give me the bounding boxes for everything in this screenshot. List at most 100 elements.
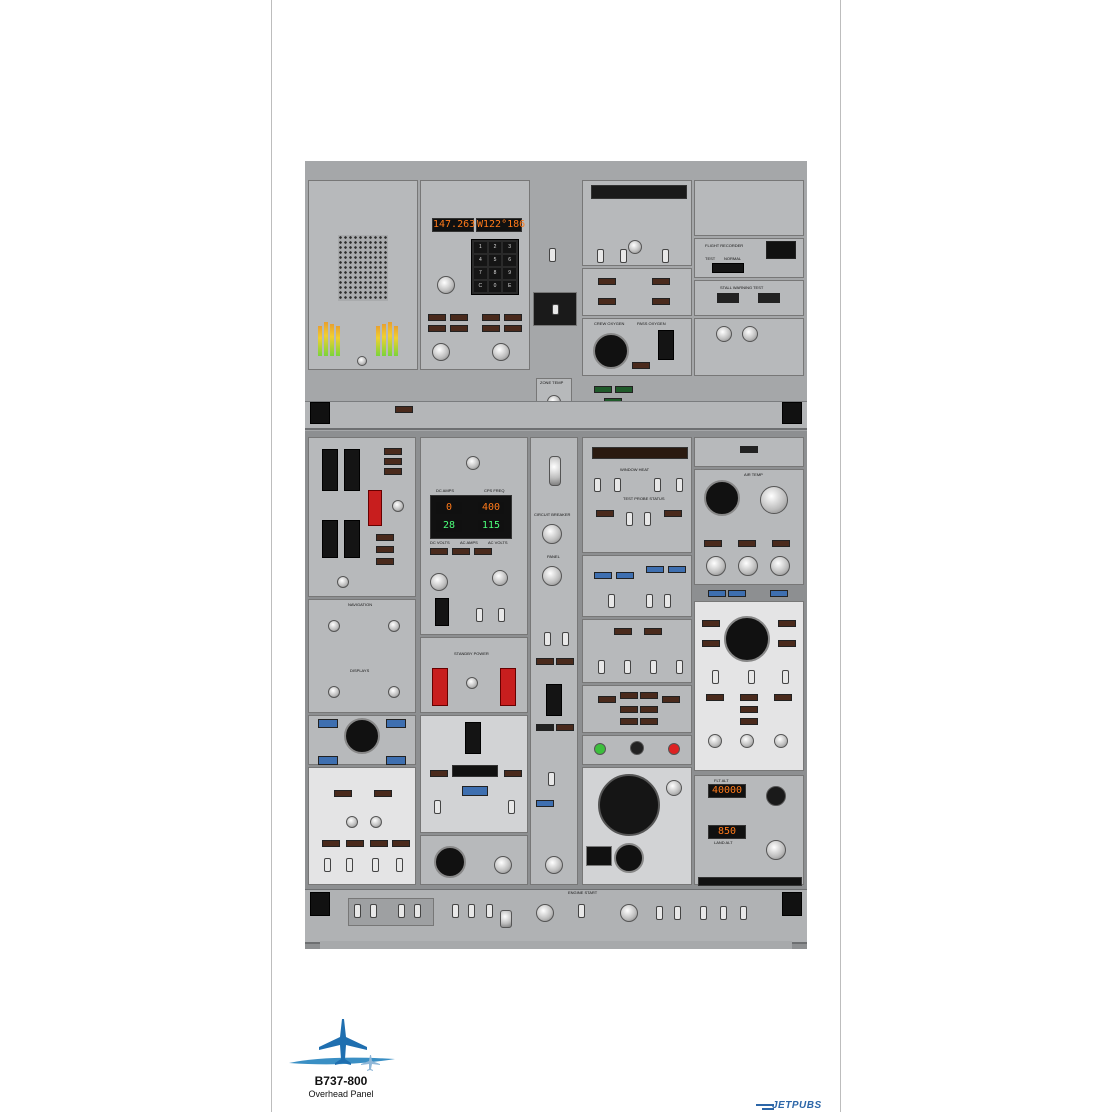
toggle-switch[interactable]	[562, 632, 569, 646]
source-knob[interactable]	[328, 686, 340, 698]
l-wiper-knob[interactable]	[494, 856, 512, 874]
call-button[interactable]	[536, 724, 554, 731]
galley-guard[interactable]	[435, 598, 449, 626]
dc-meter-knob[interactable]	[430, 573, 448, 591]
key-0[interactable]: 0	[488, 281, 502, 292]
anti-ice-toggle[interactable]	[646, 594, 653, 608]
position-light-toggle[interactable]	[674, 906, 681, 920]
spoiler-guard[interactable]	[344, 520, 360, 558]
window-heat-toggle[interactable]	[654, 478, 661, 492]
cont-cab-knob[interactable]	[706, 556, 726, 576]
battery-switch[interactable]	[466, 456, 480, 470]
key-5[interactable]: 5	[488, 255, 502, 266]
toggle-switch[interactable]	[620, 249, 627, 263]
wheel-well-toggle[interactable]	[740, 906, 747, 920]
rotary-knob[interactable]	[432, 343, 450, 361]
hyd-pump-toggle[interactable]	[598, 660, 605, 674]
pack-knob[interactable]	[708, 734, 722, 748]
standby-power-knob[interactable]	[466, 677, 478, 689]
vhf-nav-knob[interactable]	[328, 620, 340, 632]
key-1[interactable]: 1	[474, 242, 487, 253]
flight-recorder-guard[interactable]	[712, 263, 744, 273]
rotary-knob[interactable]	[492, 343, 510, 361]
landing-light-toggle[interactable]	[370, 904, 377, 918]
window-heat-toggle[interactable]	[676, 478, 683, 492]
probe-heat-toggle[interactable]	[626, 512, 633, 526]
taxi-light-toggle[interactable]	[486, 904, 493, 918]
bleed-toggle[interactable]	[712, 670, 719, 684]
stall-test-button[interactable]	[758, 293, 780, 303]
flt-alt-knob[interactable]	[766, 786, 786, 806]
pack-knob[interactable]	[774, 734, 788, 748]
key-6[interactable]: 6	[503, 255, 516, 266]
key-3[interactable]: 3	[503, 242, 516, 253]
logo-light-toggle[interactable]	[656, 906, 663, 920]
panel-latch[interactable]	[782, 402, 802, 424]
key-8[interactable]: 8	[488, 268, 502, 279]
toggle-switch[interactable]	[662, 249, 669, 263]
window-heat-toggle[interactable]	[614, 478, 621, 492]
panel-light-knob[interactable]	[542, 566, 562, 586]
fuel-pump-toggle[interactable]	[324, 858, 331, 872]
fuel-knob[interactable]	[370, 816, 382, 828]
pressurization-mode-knob[interactable]	[766, 840, 786, 860]
toggle-switch[interactable]	[548, 772, 555, 786]
standby-power-guard[interactable]	[500, 668, 516, 706]
standby-power-guard[interactable]	[432, 668, 448, 706]
stall-test-button[interactable]	[717, 293, 739, 303]
hyd-pump-toggle[interactable]	[650, 660, 657, 674]
hyd-pump-toggle[interactable]	[676, 660, 683, 674]
spoiler-guard[interactable]	[322, 520, 338, 558]
key-7[interactable]: 7	[474, 268, 487, 279]
flt-control-guard[interactable]	[322, 449, 338, 491]
panel-latch[interactable]	[782, 892, 802, 916]
engine-start-knob-1[interactable]	[536, 904, 554, 922]
cvr-jack[interactable]	[630, 741, 644, 755]
bleed-toggle[interactable]	[748, 670, 755, 684]
adf-selector-knob[interactable]	[437, 276, 455, 294]
hyd-pump-toggle[interactable]	[624, 660, 631, 674]
selector-knob[interactable]	[628, 240, 642, 254]
toggle-switch[interactable]	[544, 632, 551, 646]
anti-ice-toggle[interactable]	[664, 594, 671, 608]
interphone-toggle[interactable]	[552, 304, 559, 315]
isolation-knob[interactable]	[740, 734, 754, 748]
fuel-knob[interactable]	[346, 816, 358, 828]
apu-gen-guard[interactable]	[465, 722, 481, 754]
anti-collision-toggle[interactable]	[700, 906, 707, 920]
ac-meter-knob[interactable]	[492, 570, 508, 586]
flt-control-guard[interactable]	[344, 449, 360, 491]
circuit-breaker-knob[interactable]	[542, 524, 562, 544]
key-ent[interactable]: E	[503, 281, 516, 292]
ignition-handle[interactable]	[549, 456, 561, 486]
key-4[interactable]: 4	[474, 255, 487, 266]
fwd-cab-knob[interactable]	[738, 556, 758, 576]
gen-toggle[interactable]	[508, 800, 515, 814]
yaw-damper-knob[interactable]	[337, 576, 349, 588]
landing-light-toggle[interactable]	[414, 904, 421, 918]
key-2[interactable]: 2	[488, 242, 502, 253]
pass-oxygen-guard[interactable]	[658, 330, 674, 360]
toggle-switch[interactable]	[549, 248, 556, 262]
rotary-knob[interactable]	[716, 326, 732, 342]
gen-toggle[interactable]	[434, 800, 441, 814]
aft-cab-knob[interactable]	[770, 556, 790, 576]
apu-switch[interactable]	[500, 910, 512, 928]
r-wiper-knob[interactable]	[545, 856, 563, 874]
landing-light-toggle[interactable]	[354, 904, 361, 918]
toggle-switch[interactable]	[498, 608, 505, 622]
key-clr[interactable]: C	[474, 281, 487, 292]
key-9[interactable]: 9	[503, 268, 516, 279]
runway-turnoff-toggle[interactable]	[452, 904, 459, 918]
engine-start-knob-2[interactable]	[620, 904, 638, 922]
ignition-toggle[interactable]	[578, 904, 585, 918]
panel-latch[interactable]	[310, 892, 330, 916]
fuel-pump-toggle[interactable]	[372, 858, 379, 872]
panel-latch[interactable]	[310, 402, 330, 424]
runway-turnoff-toggle[interactable]	[468, 904, 475, 918]
irs-knob[interactable]	[388, 620, 400, 632]
alternate-flaps-guard[interactable]	[368, 490, 382, 526]
control-panel-knob[interactable]	[388, 686, 400, 698]
rotary-knob[interactable]	[742, 326, 758, 342]
